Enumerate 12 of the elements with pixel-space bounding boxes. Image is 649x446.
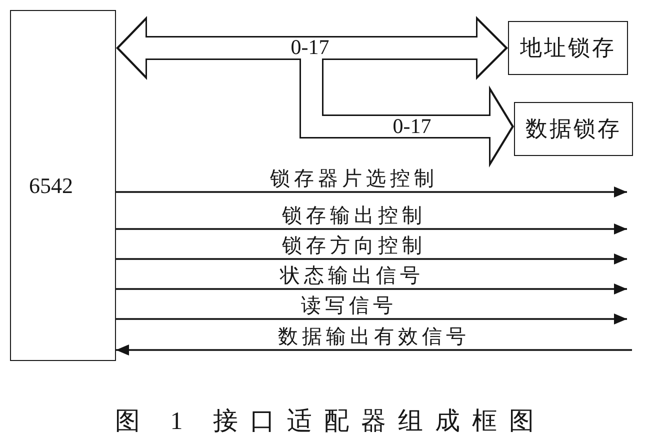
figure-caption: 图 1 接口适配器组成框图 xyxy=(114,407,546,437)
latch-box: 地址锁存 xyxy=(508,21,628,75)
signal-arrow xyxy=(116,314,627,324)
signal-arrow xyxy=(116,186,627,198)
signal-arrow xyxy=(116,344,632,356)
edge-label: 0-17 xyxy=(392,117,432,136)
chip-block: 6542 xyxy=(10,10,116,361)
latch-box: 数据锁存 xyxy=(514,102,633,156)
signal-arrow xyxy=(116,254,627,264)
edge-label: 0-17 xyxy=(290,38,330,57)
signal-arrow xyxy=(116,284,627,294)
signal-arrow xyxy=(116,224,627,234)
